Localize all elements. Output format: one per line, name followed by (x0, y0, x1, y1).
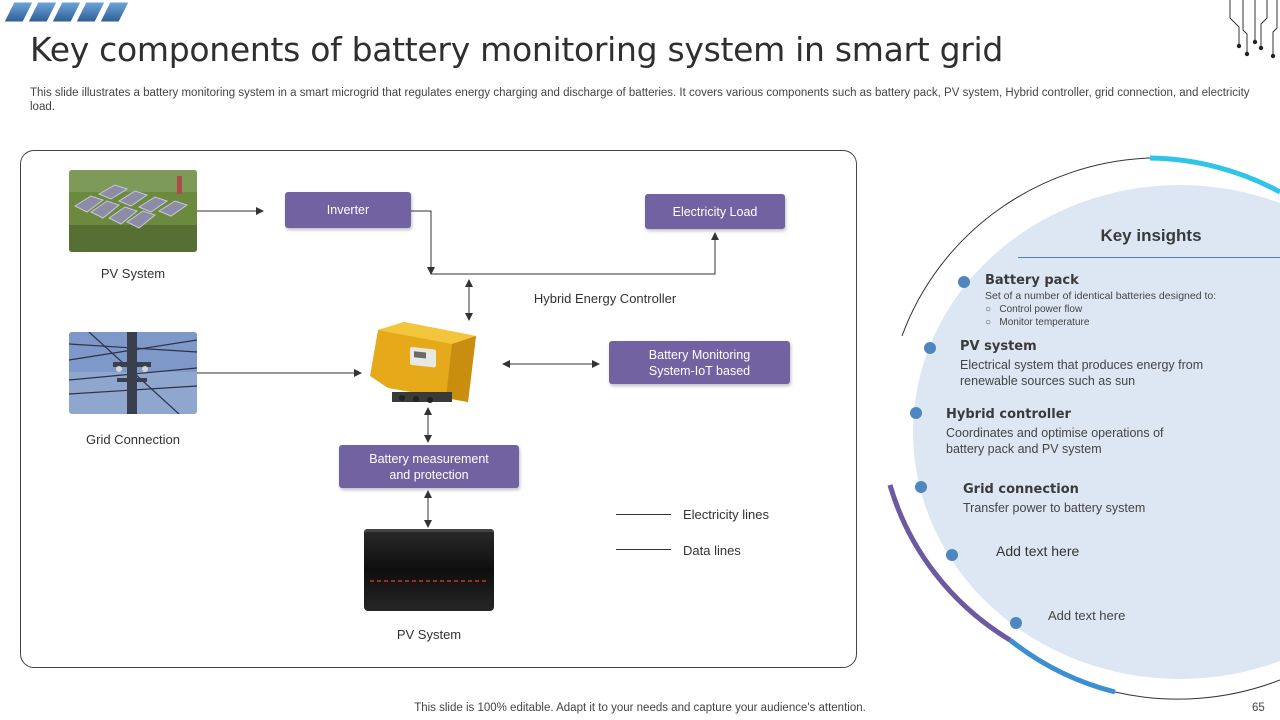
diagram-panel (20, 150, 857, 668)
grid-connection-image (69, 332, 197, 414)
insight-dot (946, 549, 958, 561)
hybrid-controller-device-image (364, 322, 494, 406)
data-lines-legend-label: Data lines (683, 543, 741, 558)
page-subtitle: This slide illustrates a battery monitor… (30, 87, 1250, 113)
battery-pack-image (364, 529, 494, 611)
insight-bullet: ○ Control power flow (985, 304, 1083, 315)
insight-dot (958, 276, 970, 288)
page-number: 65 (1252, 702, 1265, 714)
insight-dot (1010, 617, 1022, 629)
insight-bullet-text: Monitor temperature (999, 317, 1090, 328)
page-title: Key components of battery monitoring sys… (30, 30, 1004, 69)
insight-text-battery-pack: Set of a number of identical batteries d… (985, 290, 1217, 302)
circuit-decoration-icon (1229, 0, 1278, 59)
insight-text-grid-connection: Transfer power to battery system (963, 501, 1146, 515)
electricity-load-box: Electricity Load (645, 194, 785, 229)
insight-bullet-text: Control power flow (999, 304, 1083, 315)
insight-heading-battery-pack: Battery pack (985, 273, 1079, 288)
inverter-box: Inverter (285, 192, 411, 228)
key-insights-circle (887, 155, 1280, 700)
pv-panels-image (69, 170, 197, 252)
grid-connection-caption: Grid Connection (86, 432, 180, 447)
footer-note: This slide is 100% editable. Adapt it to… (414, 702, 866, 714)
hybrid-energy-controller-caption: Hybrid Energy Controller (533, 291, 677, 306)
key-insights-title: Key insights (1100, 226, 1202, 245)
insight-dot (924, 342, 936, 354)
insight-placeholder-text: Add text here (1048, 608, 1126, 623)
pv-system-caption: PV System (100, 266, 166, 281)
electricity-lines-legend-swatch (616, 514, 671, 515)
key-insights-divider (1018, 257, 1280, 258)
header-stripes-decoration (4, 1, 129, 23)
battery-monitoring-system-box: Battery Monitoring System-IoT based (609, 341, 790, 384)
insight-heading-pv-system: PV system (960, 339, 1037, 354)
electricity-lines-legend-label: Electricity lines (683, 507, 769, 522)
battery-measurement-box: Battery measurement and protection (339, 445, 519, 488)
pv-system-bottom-caption: PV System (396, 627, 462, 642)
insight-heading-hybrid-controller: Hybrid controller (946, 407, 1071, 422)
insight-bullet: ○ Monitor temperature (985, 317, 1090, 328)
insight-placeholder-text: Add text here (996, 543, 1080, 559)
insight-heading-grid-connection: Grid connection (963, 482, 1079, 497)
data-lines-legend-swatch (616, 549, 671, 550)
insight-text-hybrid-controller: Coordinates and optimise operations of b… (946, 426, 1164, 456)
insight-text-pv-system: Electrical system that produces energy f… (960, 358, 1204, 388)
insight-dot (915, 481, 927, 493)
insight-dot (910, 407, 922, 419)
